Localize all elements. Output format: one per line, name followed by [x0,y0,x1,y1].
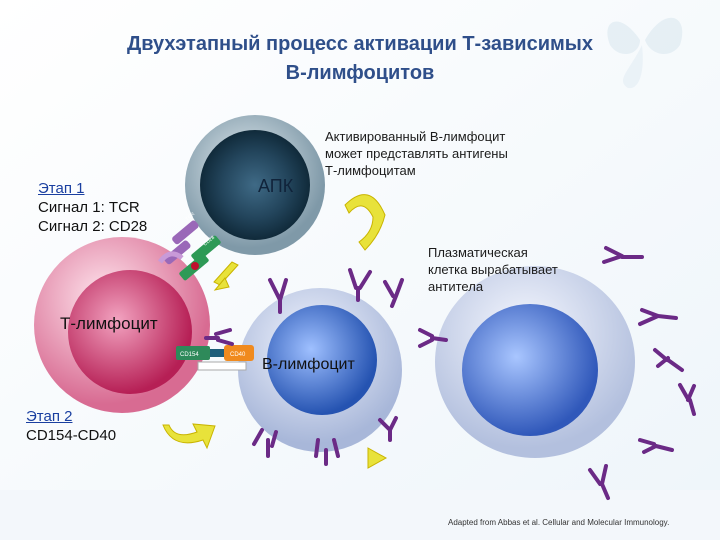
cd154-cd40-complex [176,345,254,371]
tcr-mhc-complex [157,220,199,265]
cd154-tag: CD154 [180,352,199,358]
plasma-cell-note: Плазматическая клетка вырабатывает антит… [428,245,558,294]
stage2-label: Этап 2 [26,408,73,425]
arrow-activation [162,194,388,469]
signal2-label: Сигнал 2: CD28 [38,218,148,235]
source-credit: Adapted from Abbas et al. Cellular and M… [448,518,670,527]
page-title: Двухэтапный процесс активации Т-зависимы… [126,33,594,84]
tcell-label: Т-лимфоцит [60,314,158,333]
activated-bcell-note: Активированный В-лимфоцит может представ… [325,129,508,178]
cd40-tag: CD40 [230,352,246,358]
plasma-cell [435,266,635,458]
antibody-receptors [204,246,696,500]
butterfly-decoration [607,17,683,89]
signal1-label: Сигнал 1: TCR [38,199,140,216]
t-cell [34,237,210,413]
bcell-label: В-лимфоцит [262,356,355,373]
tcr-tag: TCR [184,211,196,222]
bottom-band [0,490,720,540]
cd154-cd40-label: CD154-CD40 [26,427,117,444]
stage1-label: Этап 1 [38,180,85,197]
apc-cell [185,115,325,255]
apc-label: АПК [258,176,294,196]
cd28-b7-complex [179,235,221,281]
b-cell [238,288,402,452]
